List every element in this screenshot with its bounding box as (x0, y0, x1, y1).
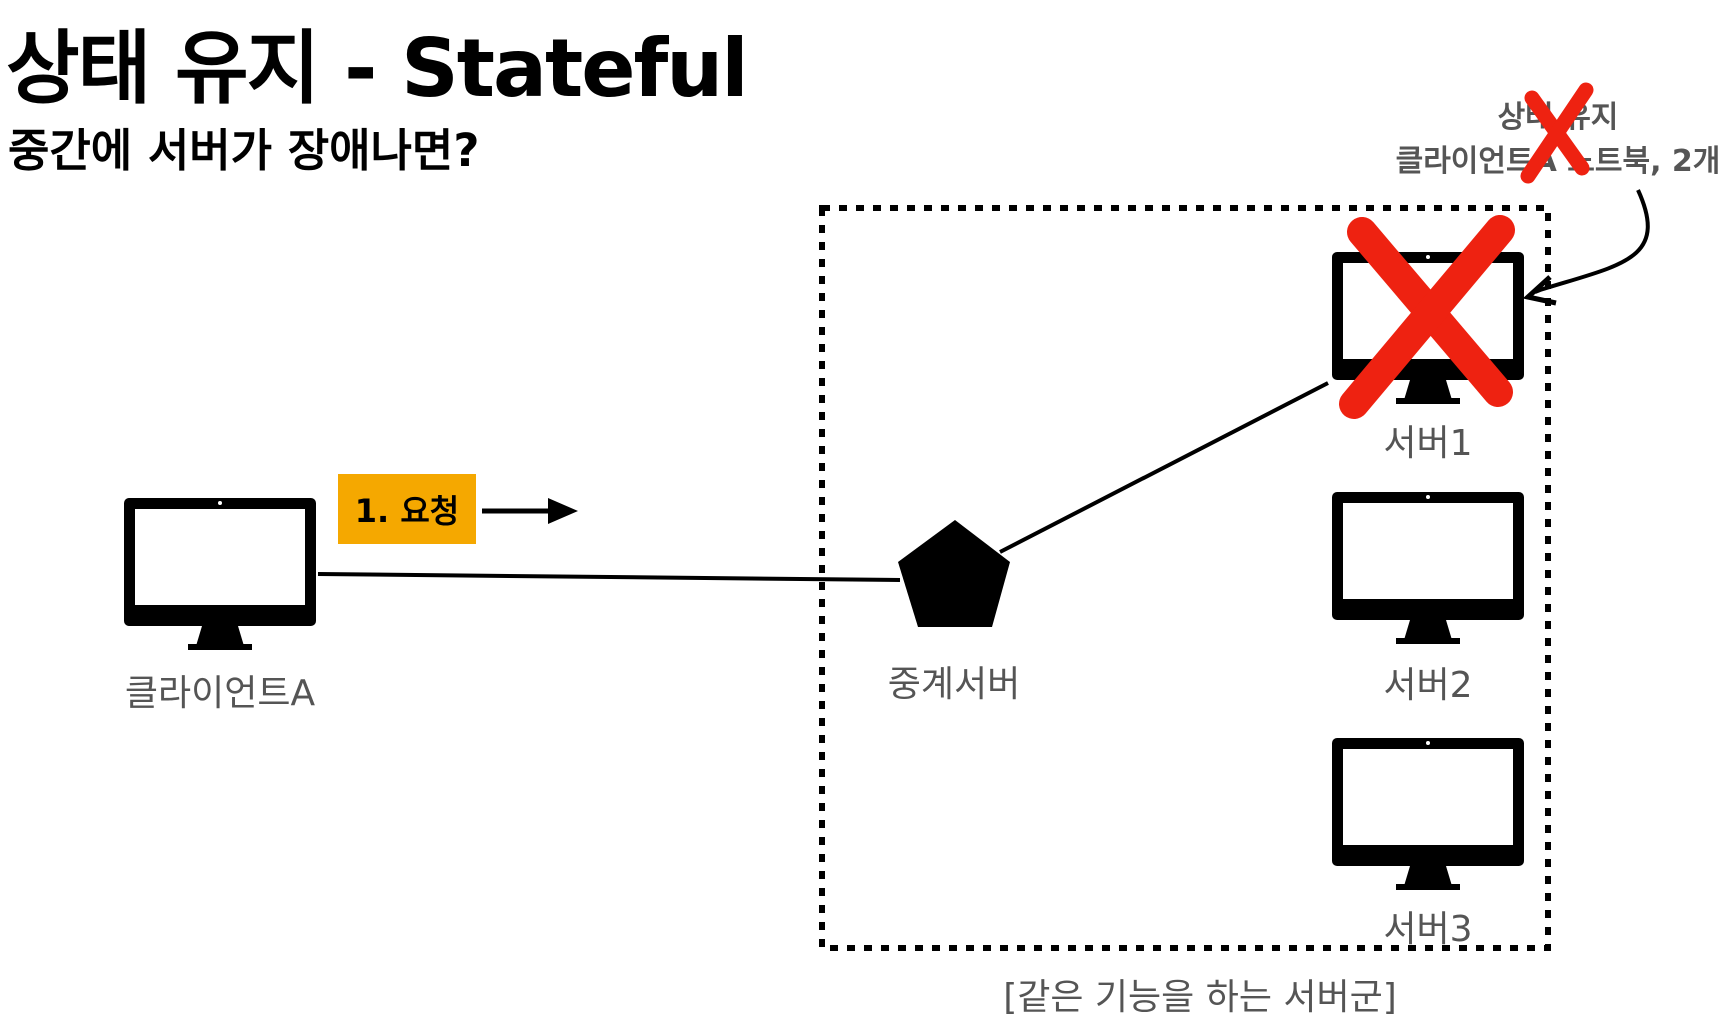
relay-server-label: 중계서버 (887, 664, 1021, 705)
request-step-label: 1. 요청 (354, 492, 460, 530)
server1-failure-x-icon (1339, 215, 1515, 419)
server-group-label: [같은 기능을 하는 서버군] (1003, 977, 1397, 1018)
server3-label: 서버3 (1383, 909, 1473, 950)
server-group-boundary (819, 205, 1551, 951)
server2-label: 서버2 (1383, 665, 1473, 706)
relay-server1-connection (999, 381, 1329, 554)
server1-label: 서버1 (1383, 423, 1473, 464)
request-step-badge: 1. 요청 (338, 474, 476, 544)
client-relay-connection (317, 572, 901, 582)
state-note-line2: 클라이언트A 노트북, 2개 (1395, 144, 1721, 179)
relay-server-icon (898, 520, 1010, 627)
client-label: 클라이언트A (124, 673, 316, 714)
request-arrow-icon (482, 498, 578, 524)
server3-monitor-icon (1332, 738, 1524, 890)
page-title: 상태 유지 - Stateful (6, 22, 749, 115)
page-subtitle: 중간에 서버가 장애나면? (8, 124, 480, 177)
state-note: 상태 유지 클라이언트A 노트북, 2개 (1396, 96, 1721, 184)
note-pointer-arrow-icon (1522, 189, 1650, 306)
client-monitor-icon (124, 498, 316, 650)
server2-monitor-icon (1332, 492, 1524, 644)
state-note-failure-x-icon (1520, 82, 1594, 184)
